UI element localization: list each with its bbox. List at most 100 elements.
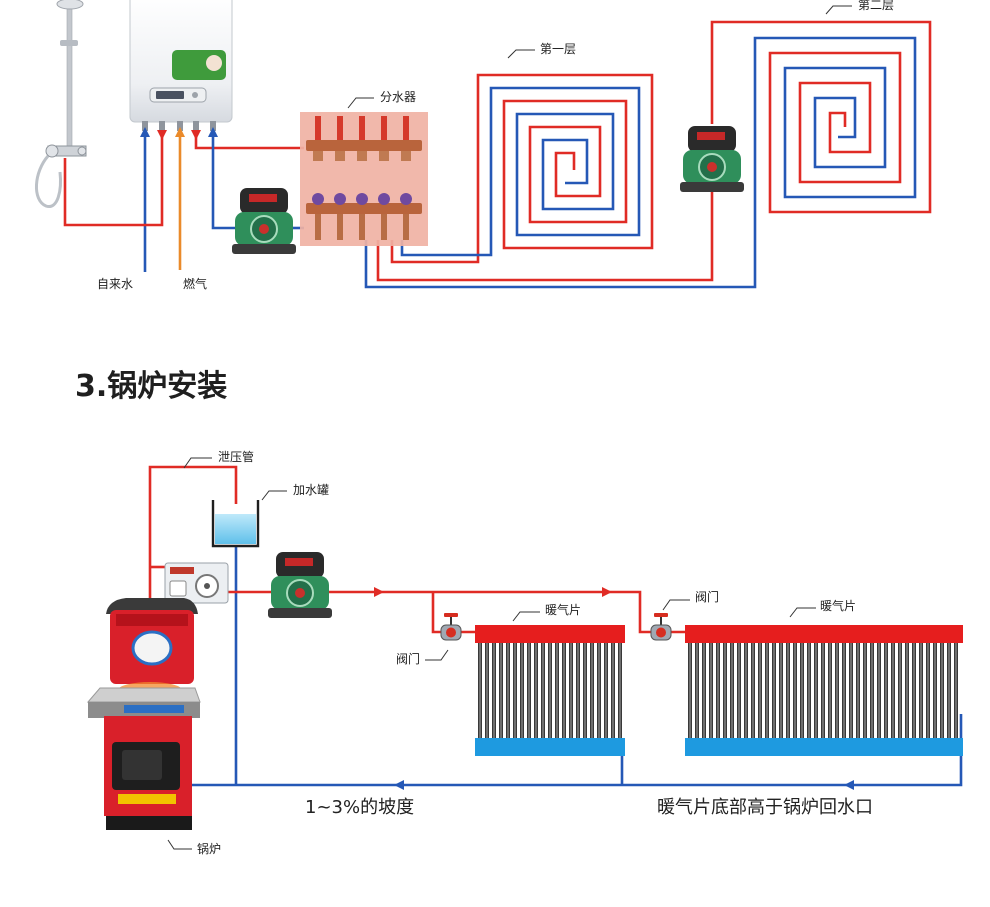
valve-icon [650, 612, 672, 641]
slope-note: 1~3%的坡度 [305, 797, 414, 818]
boiler-badge-photo [206, 55, 222, 71]
manifold-return-bar [306, 203, 422, 214]
radiator-tube [744, 643, 748, 738]
radiator-tube [786, 643, 790, 738]
radiator-tube [765, 643, 769, 738]
shower-icon [34, 0, 87, 208]
gas-label: 燃气 [183, 276, 207, 291]
radiator-tube [583, 643, 587, 738]
layer1-leader-line [507, 49, 535, 59]
radiator-tube [506, 643, 510, 738]
valve1-leader-line [425, 649, 449, 661]
radiator-tube [548, 643, 552, 738]
radiator-tube [562, 643, 566, 738]
manifold-valve [315, 116, 321, 140]
valve-icon [440, 612, 462, 641]
controller-brand-strip [170, 567, 194, 574]
manifold-knob [334, 193, 346, 205]
radiator-tube [499, 643, 503, 738]
flow-arrow-down-icon [157, 130, 167, 140]
height-note: 暖气片底部高于锅炉回水口 [657, 797, 873, 818]
circulation-pump-icon [679, 125, 745, 193]
radiator-tube [534, 643, 538, 738]
manifold-valve [403, 116, 409, 140]
manifold-leader-line [347, 97, 374, 109]
boiler-pipe-stub [159, 121, 165, 131]
radiator-tube [618, 643, 622, 738]
temperature-controller [164, 562, 229, 604]
radiator-tube [478, 643, 482, 738]
manifold-fitting [313, 151, 323, 161]
layer2-leader-line [825, 5, 852, 15]
radiator-tube [485, 643, 489, 738]
radiator-tube [611, 643, 615, 738]
radiator-tube [716, 643, 720, 738]
radiator-tube [730, 643, 734, 738]
radiator-tube [828, 643, 832, 738]
flow-arrow-down-icon [191, 130, 201, 140]
radiator-2-tubes [688, 643, 958, 738]
layer2-return-loop [364, 36, 917, 289]
radiator-tube [919, 643, 923, 738]
radiator-tube [870, 643, 874, 738]
boiler-leader-line [167, 839, 192, 850]
radiator-tube [856, 643, 860, 738]
return-main-pipe [190, 714, 963, 787]
radiator-tube [912, 643, 916, 738]
manifold-knob [312, 193, 324, 205]
manifold-outlet [337, 214, 343, 240]
boiler-install-section: 泄压管 加水罐 阀门 阀门 暖气片 暖气片 1~3%的坡度 暖气片底部高于锅炉回… [86, 449, 963, 856]
manifold-supply-bar [306, 140, 422, 151]
manifold-fitting [357, 151, 367, 161]
radiator-2 [685, 625, 963, 756]
layer2-supply-loop [376, 20, 932, 282]
radiator-tube [723, 643, 727, 738]
radiator-tube [926, 643, 930, 738]
radiator-tube [793, 643, 797, 738]
radiator-tube [555, 643, 559, 738]
radiator2-label: 暖气片 [820, 598, 856, 613]
manifold-fitting [335, 151, 345, 161]
radiator-tube [737, 643, 741, 738]
layer1-supply-loop [390, 73, 654, 264]
flow-arrow-left-icon [394, 780, 404, 790]
radiator-tube [520, 643, 524, 738]
manifold-label: 分水器 [380, 90, 416, 104]
radiator-tube [590, 643, 594, 738]
radiator-1-tubes [478, 643, 622, 738]
radiator-tube [576, 643, 580, 738]
flow-arrow-up-icon [208, 127, 218, 137]
radiator-tube [835, 643, 839, 738]
flow-arrow-up-icon [140, 127, 150, 137]
manifold-valve [337, 116, 343, 140]
valve2-leader-line [662, 599, 690, 611]
manifold-outlet [315, 214, 321, 240]
radiator-tube [492, 643, 496, 738]
flow-arrow-left-icon [844, 780, 854, 790]
radiator-tube [751, 643, 755, 738]
radiator-tube [779, 643, 783, 738]
manifold-valve [381, 116, 387, 140]
radiator-tube [905, 643, 909, 738]
tank-water [215, 514, 256, 544]
boiler-pipe-stub [193, 121, 199, 131]
manifold-fitting [379, 151, 389, 161]
radiator-1-bottom-header [475, 738, 625, 756]
floor-heating-section: 自来水 燃气 分水器 第一层 第二层 [34, 0, 932, 291]
radiator-tube [709, 643, 713, 738]
boiler-display [156, 91, 184, 99]
manifold-knob [378, 193, 390, 205]
flow-arrow-right-icon [602, 587, 612, 597]
layer2-label: 第二层 [858, 0, 894, 12]
flow-arrow-right-icon [374, 587, 384, 597]
boiler-pipe-stub [210, 121, 216, 131]
radiator-tube [695, 643, 699, 738]
radiator-tube [947, 643, 951, 738]
boiler-label: 锅炉 [197, 841, 221, 856]
layer1-label: 第一层 [540, 42, 576, 56]
controller-socket [169, 580, 187, 597]
boiler-brand-badge [131, 630, 173, 666]
circulation-pump-icon [231, 187, 297, 255]
relief-pipe-leader-line [183, 457, 212, 469]
